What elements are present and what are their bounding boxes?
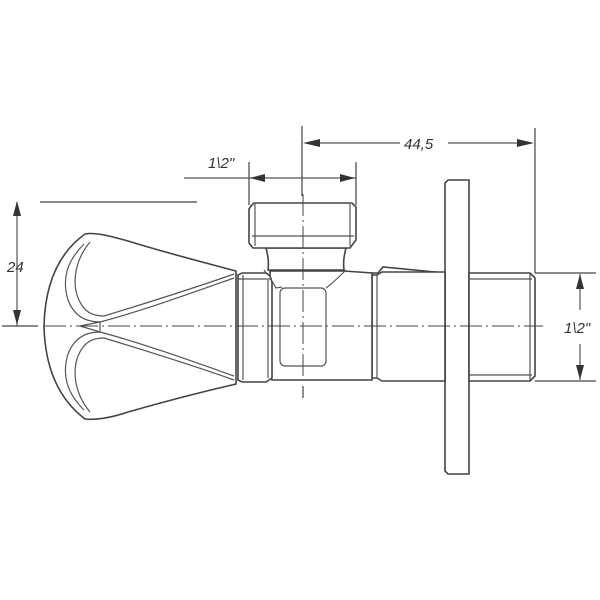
center-lines: [44, 194, 543, 398]
dimension-label-handle: 24: [6, 259, 24, 276]
dimension-top-outlet-thread: 1\2": [184, 155, 357, 205]
dimension-label-top-outlet: 1\2": [208, 155, 235, 172]
wall-flange: [444, 179, 470, 475]
dimension-label-overall: 44,5: [404, 136, 434, 153]
right-body: [371, 266, 446, 382]
handle-collar: [237, 272, 273, 383]
dimension-inlet-thread: 1\2": [535, 272, 596, 382]
dimension-label-inlet: 1\2": [564, 320, 591, 337]
top-outlet: [248, 202, 357, 271]
dimension-overall-length: 44,5: [301, 126, 536, 273]
threaded-inlet: [468, 272, 536, 382]
dimension-handle-offset: 24: [2, 201, 197, 327]
tee-body: [263, 269, 373, 381]
